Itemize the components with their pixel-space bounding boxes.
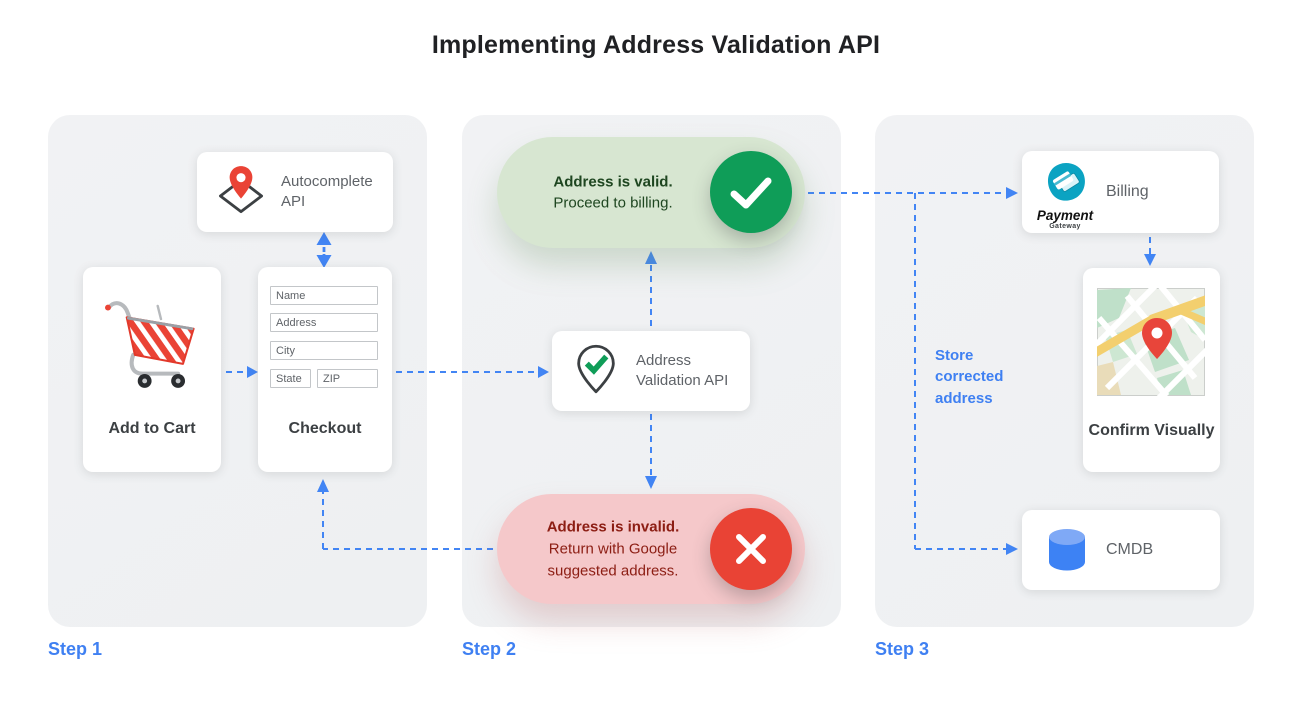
billing-label: Billing (1106, 183, 1149, 200)
checkout-card: Name Address City State ZIP Checkout (258, 267, 392, 472)
map-pin-check-icon (570, 343, 622, 400)
add-to-cart-card: Add to Cart (83, 267, 221, 472)
autocomplete-api-label: Autocomplete API (281, 172, 373, 210)
checkout-field-city: City (270, 341, 378, 360)
address-valid-subtitle: Proceed to billing. (553, 194, 673, 212)
address-validation-api-card: Address Validation API (552, 331, 750, 411)
database-cylinder-icon (1044, 528, 1090, 577)
store-corrected-address-note: Store corrected address (935, 347, 1004, 407)
shopping-cart-icon (99, 289, 205, 393)
checkout-field-zip: ZIP (317, 369, 378, 388)
address-valid-pill: Address is valid. Proceed to billing. (497, 137, 805, 248)
map-preview-image (1090, 281, 1212, 403)
checkout-field-state: State (270, 369, 311, 388)
page-title: Implementing Address Validation API (431, 31, 881, 59)
payment-logo-subtitle: Gateway (1049, 222, 1081, 230)
address-valid-text: Address is valid. Proceed to billing. (519, 171, 707, 215)
step1-label: Step 1 (48, 639, 103, 659)
add-to-cart-label: Add to Cart (108, 420, 196, 438)
x-icon (710, 508, 792, 590)
map-pin-diamond-icon (215, 164, 267, 221)
address-invalid-pill: Address is invalid. Return with Google s… (497, 494, 805, 604)
address-valid-title: Address is valid. (553, 172, 673, 190)
address-invalid-text: Address is invalid. Return with Google s… (519, 516, 707, 581)
cmdb-label: CMDB (1106, 541, 1154, 558)
cmdb-card: CMDB (1022, 510, 1220, 590)
step3-label: Step 3 (875, 639, 930, 659)
address-validation-api-label: Address Validation API (636, 351, 729, 389)
checkout-label: Checkout (288, 420, 362, 438)
confirm-visually-card: Confirm Visually (1083, 268, 1220, 472)
address-invalid-title: Address is invalid. (546, 518, 680, 536)
confirm-visually-label: Confirm Visually (1088, 422, 1215, 439)
check-icon (710, 151, 792, 233)
checkout-field-address: Address (270, 313, 378, 332)
billing-card: Payment Gateway Billing (1022, 151, 1219, 233)
address-invalid-subtitle: Return with Google suggested address. (547, 540, 679, 579)
payment-logo-title: Payment (1036, 208, 1094, 223)
checkout-field-name: Name (270, 286, 378, 305)
autocomplete-api-card: Autocomplete API (197, 152, 393, 232)
step2-label: Step 2 (462, 639, 517, 659)
payment-gateway-logo: Payment Gateway (1032, 161, 1098, 230)
